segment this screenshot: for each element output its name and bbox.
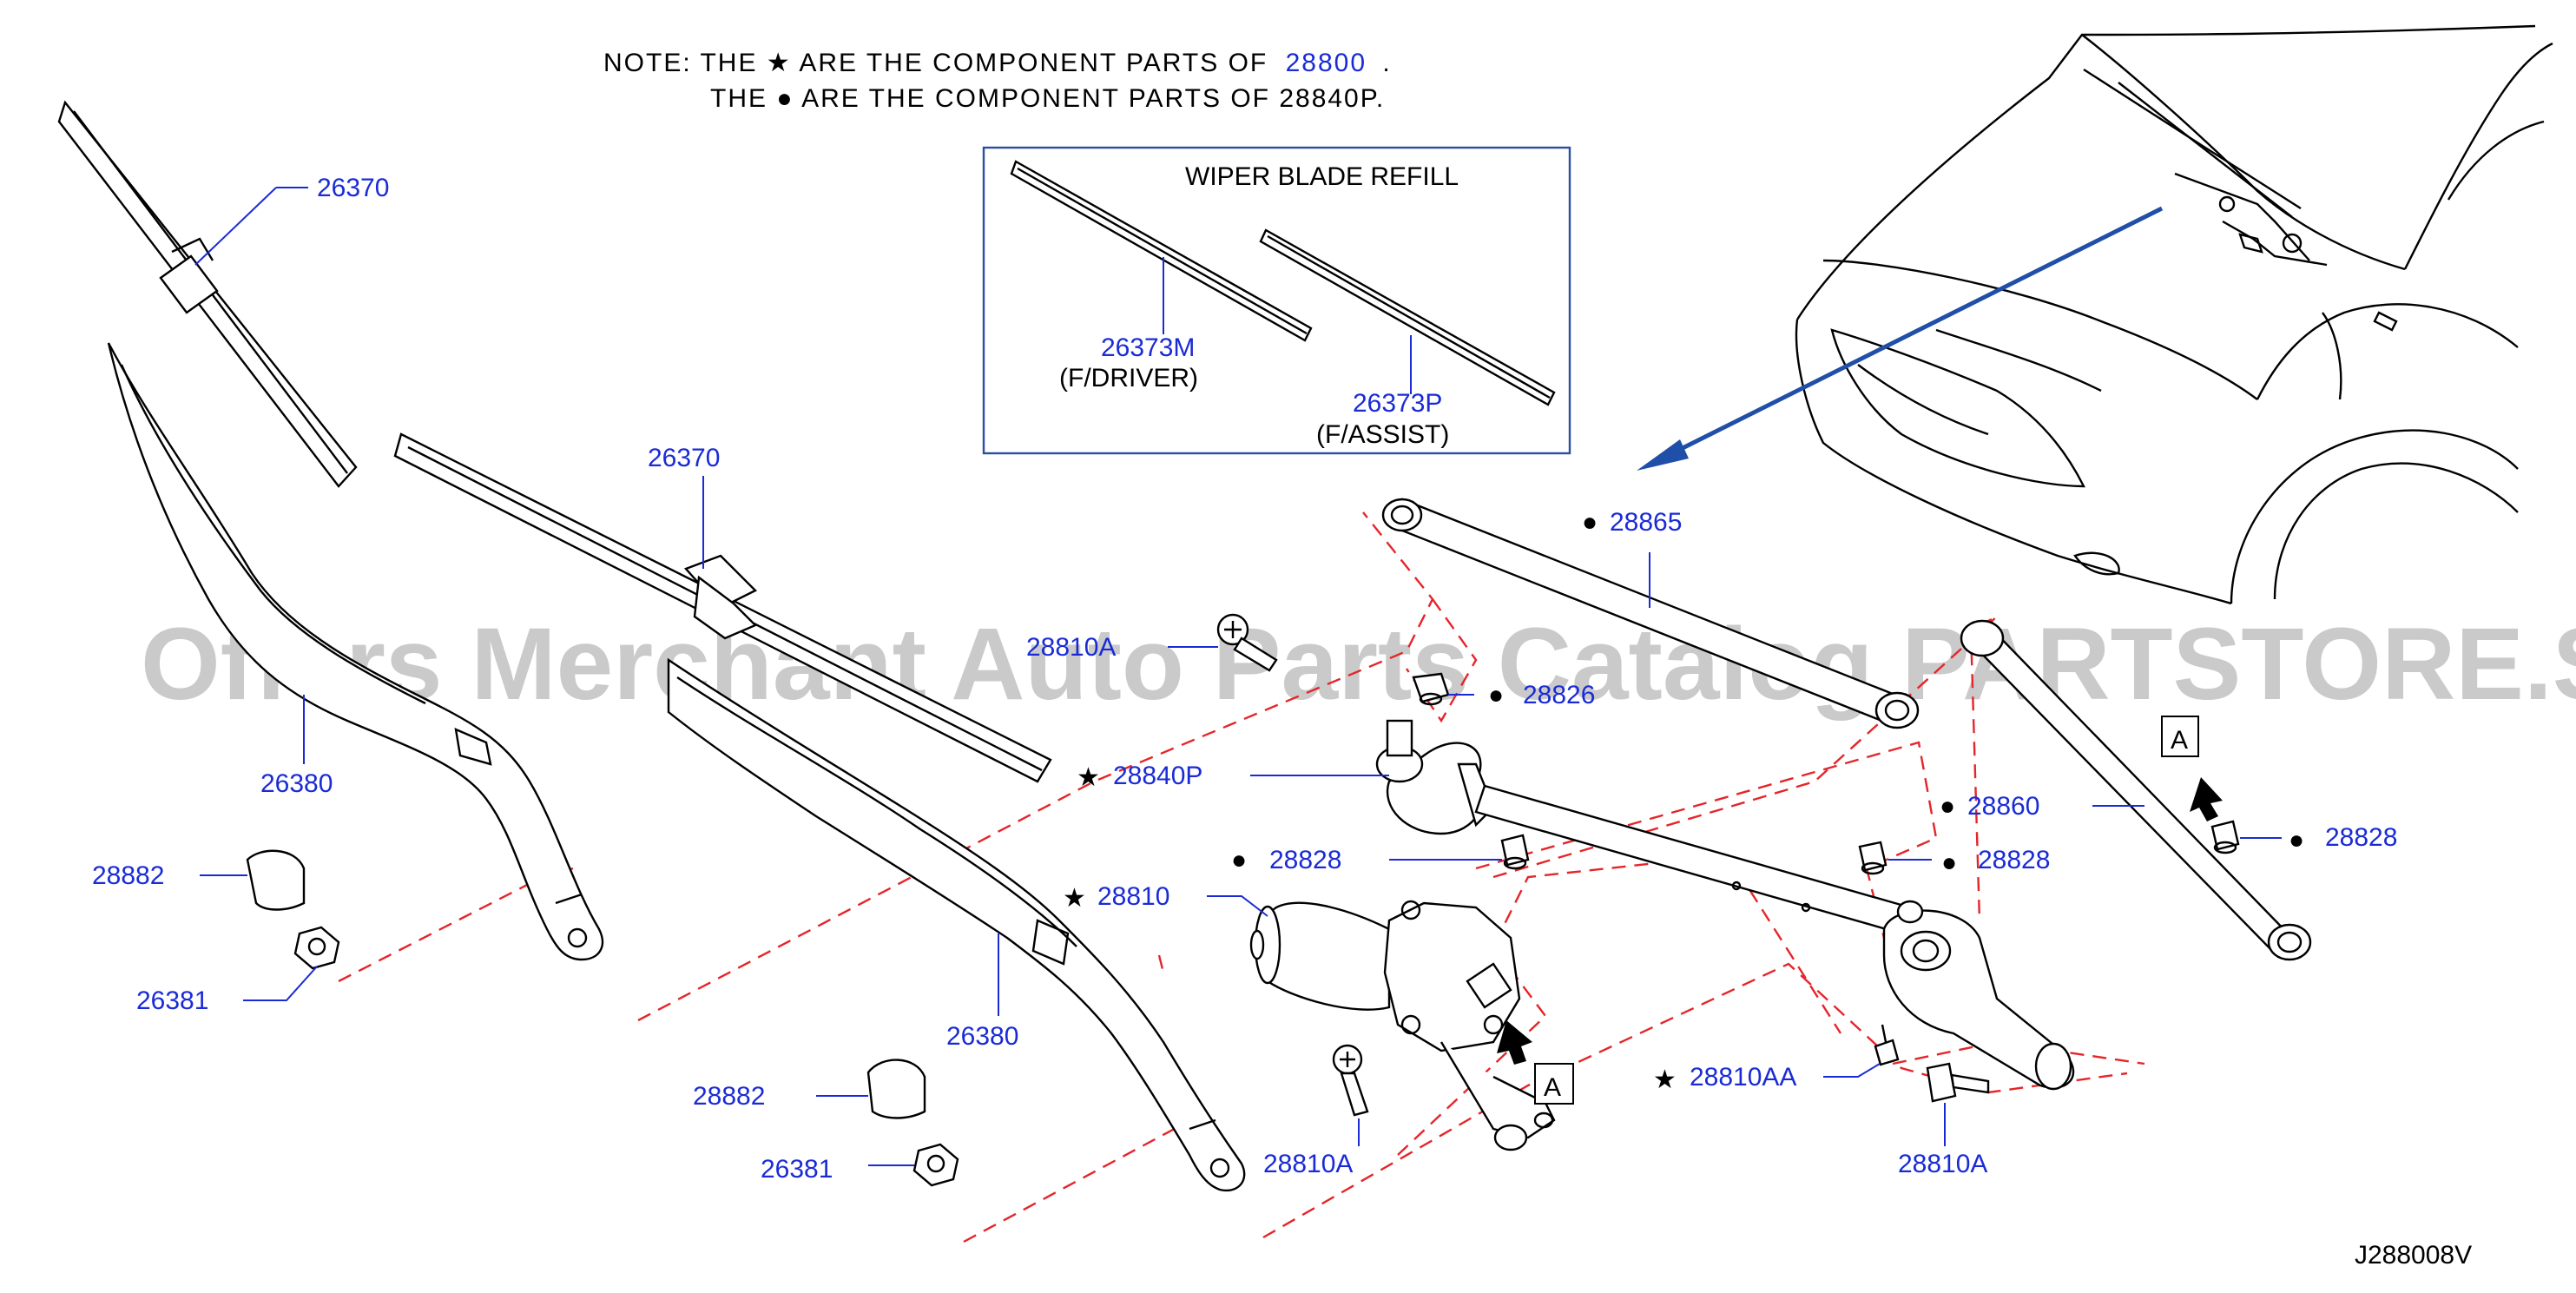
part-label-28828-right[interactable]: 28828 (2325, 823, 2397, 852)
star-28810AA: ★ (1653, 1065, 1677, 1094)
view-a-marker-motor[interactable]: A (1497, 1020, 1574, 1105)
part-label-26381-center[interactable]: 26381 (761, 1155, 833, 1184)
view-a-marker-right[interactable]: A (2161, 716, 2223, 821)
dot-28865: ● (1582, 508, 1598, 537)
bolt-28810A-bottom-left[interactable] (1332, 1044, 1369, 1117)
part-label-28810[interactable]: 28810 (1097, 882, 1169, 911)
pivot-assembly-28840P[interactable] (1375, 719, 2075, 1091)
leader-28810 (1207, 895, 1268, 917)
dot-28828-mid-right: ● (1941, 848, 1957, 877)
view-a-label-right: A (2171, 726, 2188, 755)
part-label-28828-mid-right[interactable]: 28828 (1978, 846, 2050, 874)
bolt-28810A-top[interactable] (1216, 613, 1278, 672)
arm-cap-left[interactable] (246, 849, 306, 911)
wiper-blade-left[interactable] (57, 100, 358, 488)
part-label-28865[interactable]: 28865 (1610, 508, 1682, 537)
bushing-28828-mid-right[interactable] (1858, 841, 1888, 875)
note-line-2: THE ● ARE THE COMPONENT PARTS OF 28840P. (710, 84, 1385, 113)
dot-28828-right: ● (2289, 826, 2304, 854)
link-rod-28865[interactable] (1381, 498, 1920, 729)
leader-26381-left (243, 966, 318, 1001)
inset-title: WIPER BLADE REFILL (1185, 162, 1459, 191)
bushing-28828-mid-left[interactable] (1500, 834, 1530, 870)
wiper-blade-center[interactable] (393, 432, 1052, 783)
part-label-26380-center[interactable]: 26380 (946, 1022, 1018, 1051)
vehicle-outline (1795, 24, 2553, 605)
part-label-28810A-bottom-left[interactable]: 28810A (1263, 1150, 1353, 1178)
bolt-28810AA[interactable] (1874, 1024, 1900, 1066)
dot-28826: ● (1488, 681, 1504, 709)
leader-28810AA (1823, 1063, 1881, 1078)
refill-strip-driver (1010, 160, 1313, 342)
part-label-28882-left[interactable]: 28882 (92, 861, 164, 890)
part-label-26381-left[interactable]: 26381 (136, 986, 208, 1015)
refill-inset: WIPER BLADE REFILL 26373M (F/DRIVER) 263… (982, 146, 1571, 455)
inset-frame (982, 146, 1571, 455)
link-rod-28860[interactable] (1960, 619, 2312, 961)
bushing-28828-right[interactable] (2210, 820, 2240, 854)
part-desc-driver: (F/DRIVER) (1059, 364, 1198, 393)
part-label-28810AA[interactable]: 28810AA (1690, 1063, 1796, 1092)
star-28810: ★ (1063, 884, 1086, 913)
arm-nut-left[interactable] (293, 926, 340, 970)
wiper-arm-center[interactable] (667, 657, 1246, 1192)
watermark: Offers Merchant Auto Parts Catalog PARTS… (141, 607, 2576, 722)
part-label-26370-left[interactable]: 26370 (317, 174, 389, 202)
dot-28860: ● (1940, 792, 1955, 821)
wiper-motor-28810[interactable] (1249, 900, 1556, 1151)
star-28840P: ★ (1077, 763, 1100, 792)
note-line-1: NOTE: THE ★ ARE THE COMPONENT PARTS OF 2… (603, 49, 1392, 77)
bolt-28810A-bottom-right[interactable] (1926, 1062, 1990, 1103)
dot-28828-mid-left: ● (1231, 846, 1247, 874)
arm-nut-center[interactable] (912, 1143, 959, 1187)
note-ref-28800[interactable]: 28800 (1286, 49, 1367, 77)
wiper-arm-left[interactable] (107, 342, 604, 961)
part-label-28840P[interactable]: 28840P (1113, 762, 1202, 790)
arm-cap-center[interactable] (866, 1059, 926, 1119)
part-label-26373M[interactable]: 26373M (1101, 333, 1195, 362)
part-label-28828-mid-left[interactable]: 28828 (1269, 846, 1341, 874)
part-label-28826[interactable]: 28826 (1523, 681, 1595, 709)
part-label-26380-left[interactable]: 26380 (260, 769, 333, 798)
part-label-28810A-bottom-right[interactable]: 28810A (1898, 1150, 1987, 1178)
diagram-code: J288008V (2355, 1241, 2472, 1270)
leader-26370-left (194, 187, 277, 266)
part-label-26370-center[interactable]: 26370 (648, 444, 720, 472)
part-label-28882-center[interactable]: 28882 (693, 1082, 765, 1111)
note-block: NOTE: THE ★ ARE THE COMPONENT PARTS OF 2… (603, 49, 1392, 113)
refill-strip-assist (1259, 228, 1556, 406)
part-label-26373P[interactable]: 26373P (1353, 389, 1442, 418)
part-desc-assist: (F/ASSIST) (1316, 420, 1449, 449)
view-a-label-motor: A (1544, 1073, 1561, 1102)
location-arrow (1637, 206, 2164, 471)
part-label-28860[interactable]: 28860 (1967, 792, 2039, 821)
part-label-28810A-top[interactable]: 28810A (1026, 633, 1116, 662)
